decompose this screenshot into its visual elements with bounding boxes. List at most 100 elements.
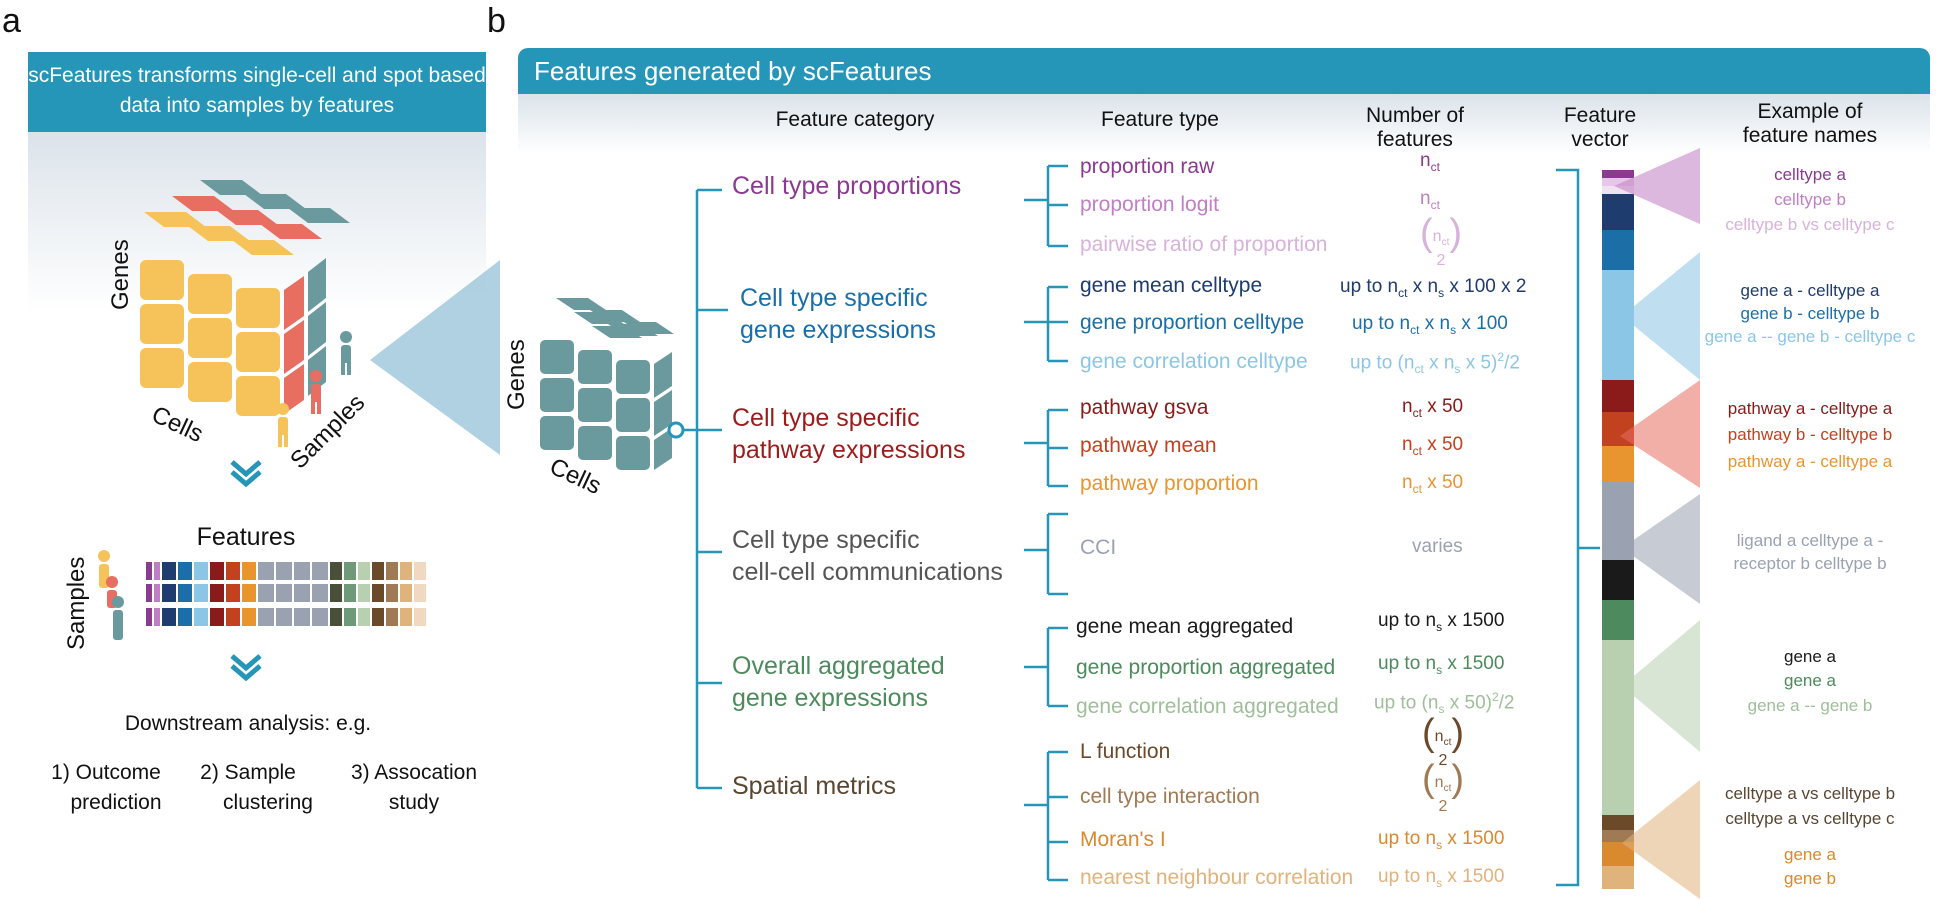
matrix-cell [258, 562, 274, 580]
person-yellow-icon [277, 403, 289, 447]
vector-segment-0 [1602, 170, 1634, 178]
matrix-cell [330, 562, 342, 580]
cube-top [144, 180, 350, 255]
matrix-cell [162, 562, 176, 580]
matrix-cell [294, 562, 310, 580]
nf-pathway-mean: nct x 50 [1402, 434, 1464, 458]
matrix-cell [146, 608, 152, 626]
vector-segment-8 [1602, 446, 1634, 482]
genes-axis-label: Genes [107, 239, 134, 310]
samples-row-label: Samples [63, 557, 90, 650]
feature-type-6: pathway gsva [1080, 396, 1209, 419]
example-name-15: celltype a vs celltype c [1725, 809, 1895, 828]
category-overall-aggregated: Overall aggregated gene expressions [732, 652, 945, 712]
panel-b-banner: Features generated by scFeatures [518, 48, 1930, 94]
nf-gene-correlation-celltype: up to (nct x ns x 5)2/2 [1350, 350, 1520, 377]
matrix-cell [358, 608, 370, 626]
feature-matrix [146, 562, 426, 626]
vector-segment-12 [1602, 640, 1634, 815]
zoom-triangle [370, 260, 500, 455]
mini-people-icons [98, 550, 124, 640]
matrix-cell [330, 584, 342, 602]
feature-type-11: gene proportion aggregated [1076, 656, 1336, 679]
matrix-cell [178, 584, 192, 602]
panel-b-shadow [518, 94, 1930, 154]
example-name-16: gene a [1784, 845, 1836, 864]
feature-type-16: nearest neighbour correlation [1080, 866, 1354, 889]
category-pathway-expressions: Cell type specific pathway expressions [732, 404, 966, 464]
example-name-13: gene a -- gene b [1747, 696, 1873, 715]
example-name-4: gene b - celltype b [1740, 304, 1880, 323]
example-name-8: pathway a - celltype a [1727, 452, 1893, 471]
matrix-cell [146, 584, 152, 602]
callout-triangles [1614, 148, 1700, 899]
matrix-cell [178, 608, 192, 626]
vector-segment-4 [1602, 230, 1634, 270]
matrix-cell [372, 584, 384, 602]
example-name-12: gene a [1784, 671, 1836, 690]
matrix-cell [386, 608, 398, 626]
panel-a-graphic: Genes Cells Samples Features Samples Dow… [51, 180, 500, 814]
vector-segment-10 [1602, 560, 1634, 600]
downstream-label: Downstream analysis: e.g. [125, 712, 371, 735]
matrix-cell [312, 608, 328, 626]
matrix-cell [276, 584, 292, 602]
person-teal-icon [340, 331, 352, 375]
example-name-7: pathway b - celltype b [1727, 425, 1893, 444]
matrix-cell [146, 562, 152, 580]
person-red-icon [310, 370, 322, 414]
matrix-cell [344, 584, 356, 602]
feature-type-3: gene mean celltype [1080, 274, 1263, 297]
feature-type-8: pathway proportion [1080, 472, 1259, 495]
feature-type-12: gene correlation aggregated [1076, 695, 1339, 718]
category-gene-expressions: Cell type specific gene expressions [740, 284, 936, 344]
analysis-2-name: clustering [223, 791, 313, 814]
nf-proportion-raw: nct [1420, 150, 1440, 174]
example-name-2: celltype b vs celltype c [1725, 215, 1895, 234]
nf-pathway-gsva: nct x 50 [1402, 396, 1464, 420]
nf-gene-mean-aggregated: up to ns x 1500 [1378, 610, 1505, 634]
matrix-cell [154, 562, 160, 580]
feature-type-13: L function [1080, 740, 1171, 763]
panel-b-letter: b [487, 2, 506, 40]
analysis-3-num: 3) Assocation [351, 761, 477, 784]
feature-type-0: proportion raw [1080, 155, 1215, 178]
matrix-cell [194, 584, 208, 602]
nf-proportion-logit: nct [1420, 188, 1440, 212]
cube-front [140, 260, 280, 416]
matrix-cell [242, 608, 256, 626]
analysis-1-num: 1) Outcome [51, 761, 161, 784]
matrix-cell [194, 562, 208, 580]
header-feature-type: Feature type [1101, 108, 1219, 131]
category-spatial-metrics: Spatial metrics [732, 772, 896, 800]
matrix-cell [312, 562, 328, 580]
matrix-cell [294, 608, 310, 626]
nf-nearest-neighbour: up to ns x 1500 [1378, 866, 1505, 890]
feature-type-9: CCI [1080, 536, 1117, 559]
vector-bracket [1556, 168, 1600, 887]
matrix-cell [226, 608, 240, 626]
matrix-cell [210, 562, 224, 580]
feature-vector-column [1602, 170, 1634, 889]
matrix-cell [226, 562, 240, 580]
example-name-3: gene a - celltype a [1740, 281, 1880, 300]
example-name-11: gene a [1784, 647, 1836, 666]
example-name-0: celltype a [1774, 165, 1846, 184]
matrix-cell [194, 608, 208, 626]
vector-segment-11 [1602, 600, 1634, 640]
matrix-cell [210, 608, 224, 626]
matrix-cell [414, 562, 426, 580]
matrix-cell [330, 608, 342, 626]
type-brackets [1024, 164, 1068, 882]
chevron-down-icon [230, 460, 262, 488]
vector-segment-3 [1602, 194, 1634, 230]
feature-type-14: cell type interaction [1080, 785, 1260, 808]
small-cells-label: Cells [545, 453, 605, 500]
matrix-cell [386, 562, 398, 580]
